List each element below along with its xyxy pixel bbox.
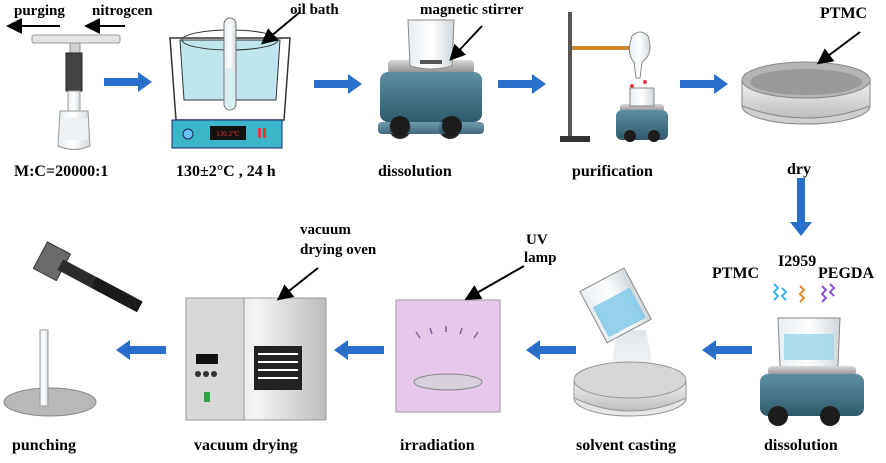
ptmc-dish-illustration xyxy=(741,31,871,125)
ratio-label: M:C=20000:1 xyxy=(14,163,109,180)
uv-label-line2: lamp xyxy=(524,250,557,266)
dissolution-bottom-label: dissolution xyxy=(764,437,838,454)
bath-readout: 130.2℃ xyxy=(216,130,240,138)
irradiation-label: irradiation xyxy=(400,437,475,454)
flow-arrows xyxy=(104,72,812,360)
oil-bath-illustration: 130.2℃ xyxy=(169,11,301,149)
purification-label: purification xyxy=(572,163,653,180)
stirrer-top-illustration xyxy=(378,19,484,139)
solvent-casting-illustration xyxy=(573,267,687,417)
vacuum-oven-label-line2: drying oven xyxy=(300,242,377,258)
ampoule-illustration xyxy=(6,18,125,150)
nitrogen-label: nitrogcen xyxy=(92,3,153,19)
vacuum-oven-label-line1: vacuum xyxy=(300,222,351,238)
pegda-label: PEGDA xyxy=(818,265,874,282)
solvent-casting-label: solvent casting xyxy=(576,437,676,454)
punching-illustration xyxy=(3,241,143,417)
uv-box-illustration xyxy=(395,265,525,413)
punching-label: punching xyxy=(12,437,77,454)
ptmc-bottom-label: PTMC xyxy=(712,265,760,282)
temp-time-label: 130±2°C , 24 h xyxy=(176,163,276,180)
i2959-label: I2959 xyxy=(778,253,817,270)
uv-label-line1: UV xyxy=(526,232,548,248)
oil-bath-label: oil bath xyxy=(290,2,339,18)
magnetic-stirrer-label: magnetic stirrer xyxy=(420,2,524,18)
purification-illustration xyxy=(560,12,668,142)
purging-label: purging xyxy=(14,3,65,19)
vacuum-oven-illustration xyxy=(185,267,327,421)
dry-label: dry xyxy=(787,161,811,178)
ptmc-top-label: PTMC xyxy=(820,5,868,22)
vacuum-drying-label: vacuum drying xyxy=(194,437,298,454)
dissolution-top-label: dissolution xyxy=(378,163,452,180)
stirrer-bottom-illustration xyxy=(760,283,864,426)
